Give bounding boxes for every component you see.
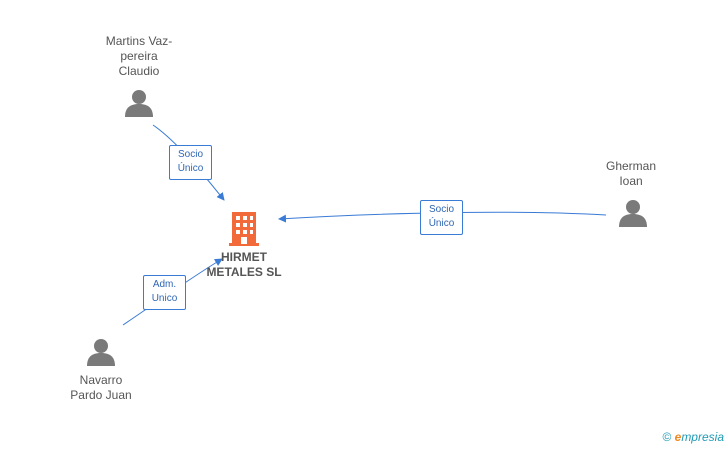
edge-role-line: Unico	[151, 293, 178, 304]
company-name-line: METALES SL	[206, 265, 282, 279]
person-label-martins[interactable]: Martins Vaz- pereira Claudio	[89, 34, 189, 79]
copyright-symbol: ©	[662, 430, 672, 444]
person-label-navarro[interactable]: Navarro Pardo Juan	[56, 373, 146, 403]
edge-label-navarro: Adm. Unico	[143, 275, 186, 310]
company-label[interactable]: HIRMET METALES SL	[194, 250, 294, 280]
edge-label-martins: Socio Único	[169, 145, 212, 180]
person-name-line: Pardo Juan	[70, 388, 132, 402]
person-icon-martins[interactable]	[125, 90, 153, 117]
building-icon[interactable]	[229, 212, 259, 246]
edge-role-line: Adm.	[152, 279, 177, 290]
person-name-line: Ioan	[619, 174, 643, 188]
person-name-line: Navarro	[79, 373, 123, 387]
edge-role-line: Único	[428, 218, 455, 229]
empresia-logo[interactable]: © empresia	[662, 430, 724, 444]
person-icon-gherman[interactable]	[619, 200, 647, 227]
edge-label-gherman: Socio Único	[420, 200, 463, 235]
person-name-line: Claudio	[118, 64, 160, 78]
company-name-line: HIRMET	[221, 250, 267, 264]
person-name-line: Martins Vaz-	[105, 34, 173, 48]
brand-name: mpresia	[681, 430, 724, 444]
edge-role-line: Socio	[428, 204, 454, 215]
person-name-line: Gherman	[605, 159, 657, 173]
edge-role-line: Socio	[177, 149, 203, 160]
person-name-line: pereira	[120, 49, 158, 63]
brand-e: e	[674, 430, 682, 444]
edge-role-line: Único	[177, 163, 204, 174]
person-icon-navarro[interactable]	[87, 339, 115, 366]
person-label-gherman[interactable]: Gherman Ioan	[591, 159, 671, 189]
